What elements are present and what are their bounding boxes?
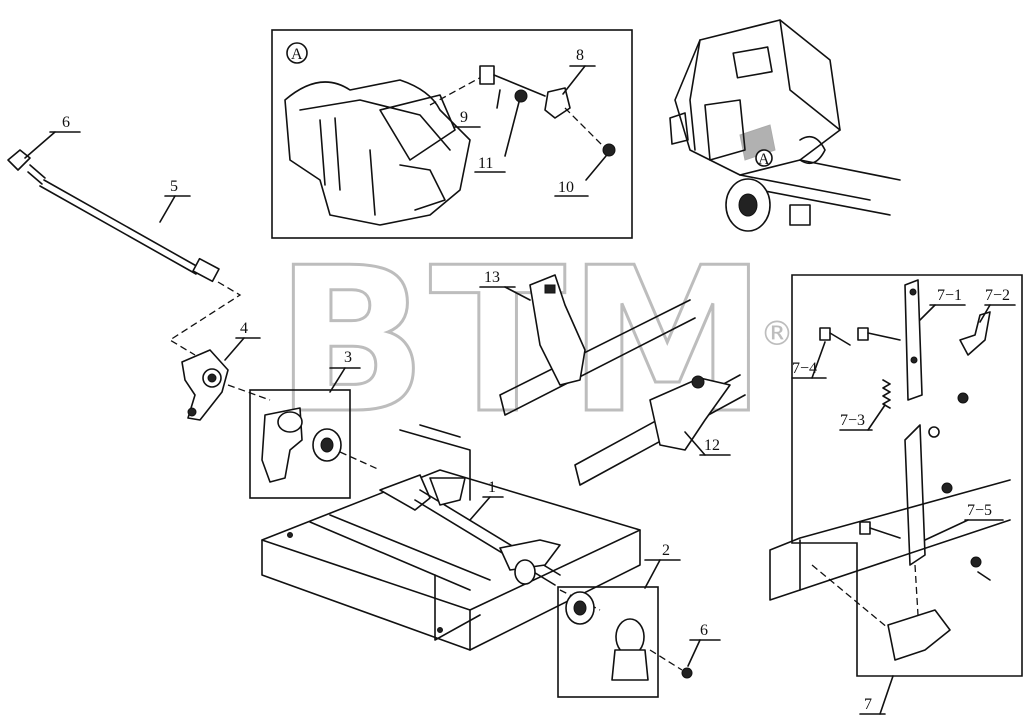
callout-7-3: 7−3 <box>840 412 865 429</box>
nut-10-part <box>602 143 616 157</box>
callout-6b: 6 <box>700 622 708 639</box>
callout-4: 4 <box>240 320 248 337</box>
detail-a-marker: A <box>291 46 303 63</box>
nut-6-part <box>681 667 693 679</box>
brackets-12-13: 13 12 <box>479 269 746 486</box>
detail-a-circle <box>286 42 308 64</box>
cab-a-marker: A <box>758 151 770 168</box>
callout-10: 10 <box>558 179 574 196</box>
bracket-7-box: 7−1 7−2 7−4 7−3 7−5 7 <box>769 274 1023 715</box>
bracket-3-box: 3 <box>249 349 381 499</box>
callout-7: 7 <box>864 696 872 713</box>
callout-7-1: 7−1 <box>937 287 962 304</box>
callout-2: 2 <box>662 542 670 559</box>
callout-7-2: 7−2 <box>985 287 1010 304</box>
frame-assembly: 1 <box>261 424 641 651</box>
lever-4: 4 <box>181 320 271 421</box>
clip-6-part <box>7 149 31 171</box>
callout-11: 11 <box>478 155 493 172</box>
cab-overview: A <box>669 19 901 232</box>
detail-a-inset: A 8 9 11 10 <box>271 29 633 239</box>
callout-5: 5 <box>170 178 178 195</box>
callout-12: 12 <box>704 437 720 454</box>
washer-11-part <box>514 89 528 103</box>
bushing-2-box: 2 6 <box>557 542 721 698</box>
callout-7-4: 7−4 <box>792 360 817 377</box>
callout-1: 1 <box>488 479 496 496</box>
callout-13: 13 <box>484 269 500 286</box>
watermark-registered-symbol: ® <box>760 314 794 354</box>
callout-6a: 6 <box>62 114 70 131</box>
callout-9: 9 <box>460 109 468 126</box>
callout-8: 8 <box>576 47 584 64</box>
cable-assembly: 6 5 <box>7 114 242 356</box>
watermark: BTM ® <box>274 224 795 460</box>
callout-3: 3 <box>344 349 352 366</box>
callout-7-5: 7−5 <box>967 502 992 519</box>
